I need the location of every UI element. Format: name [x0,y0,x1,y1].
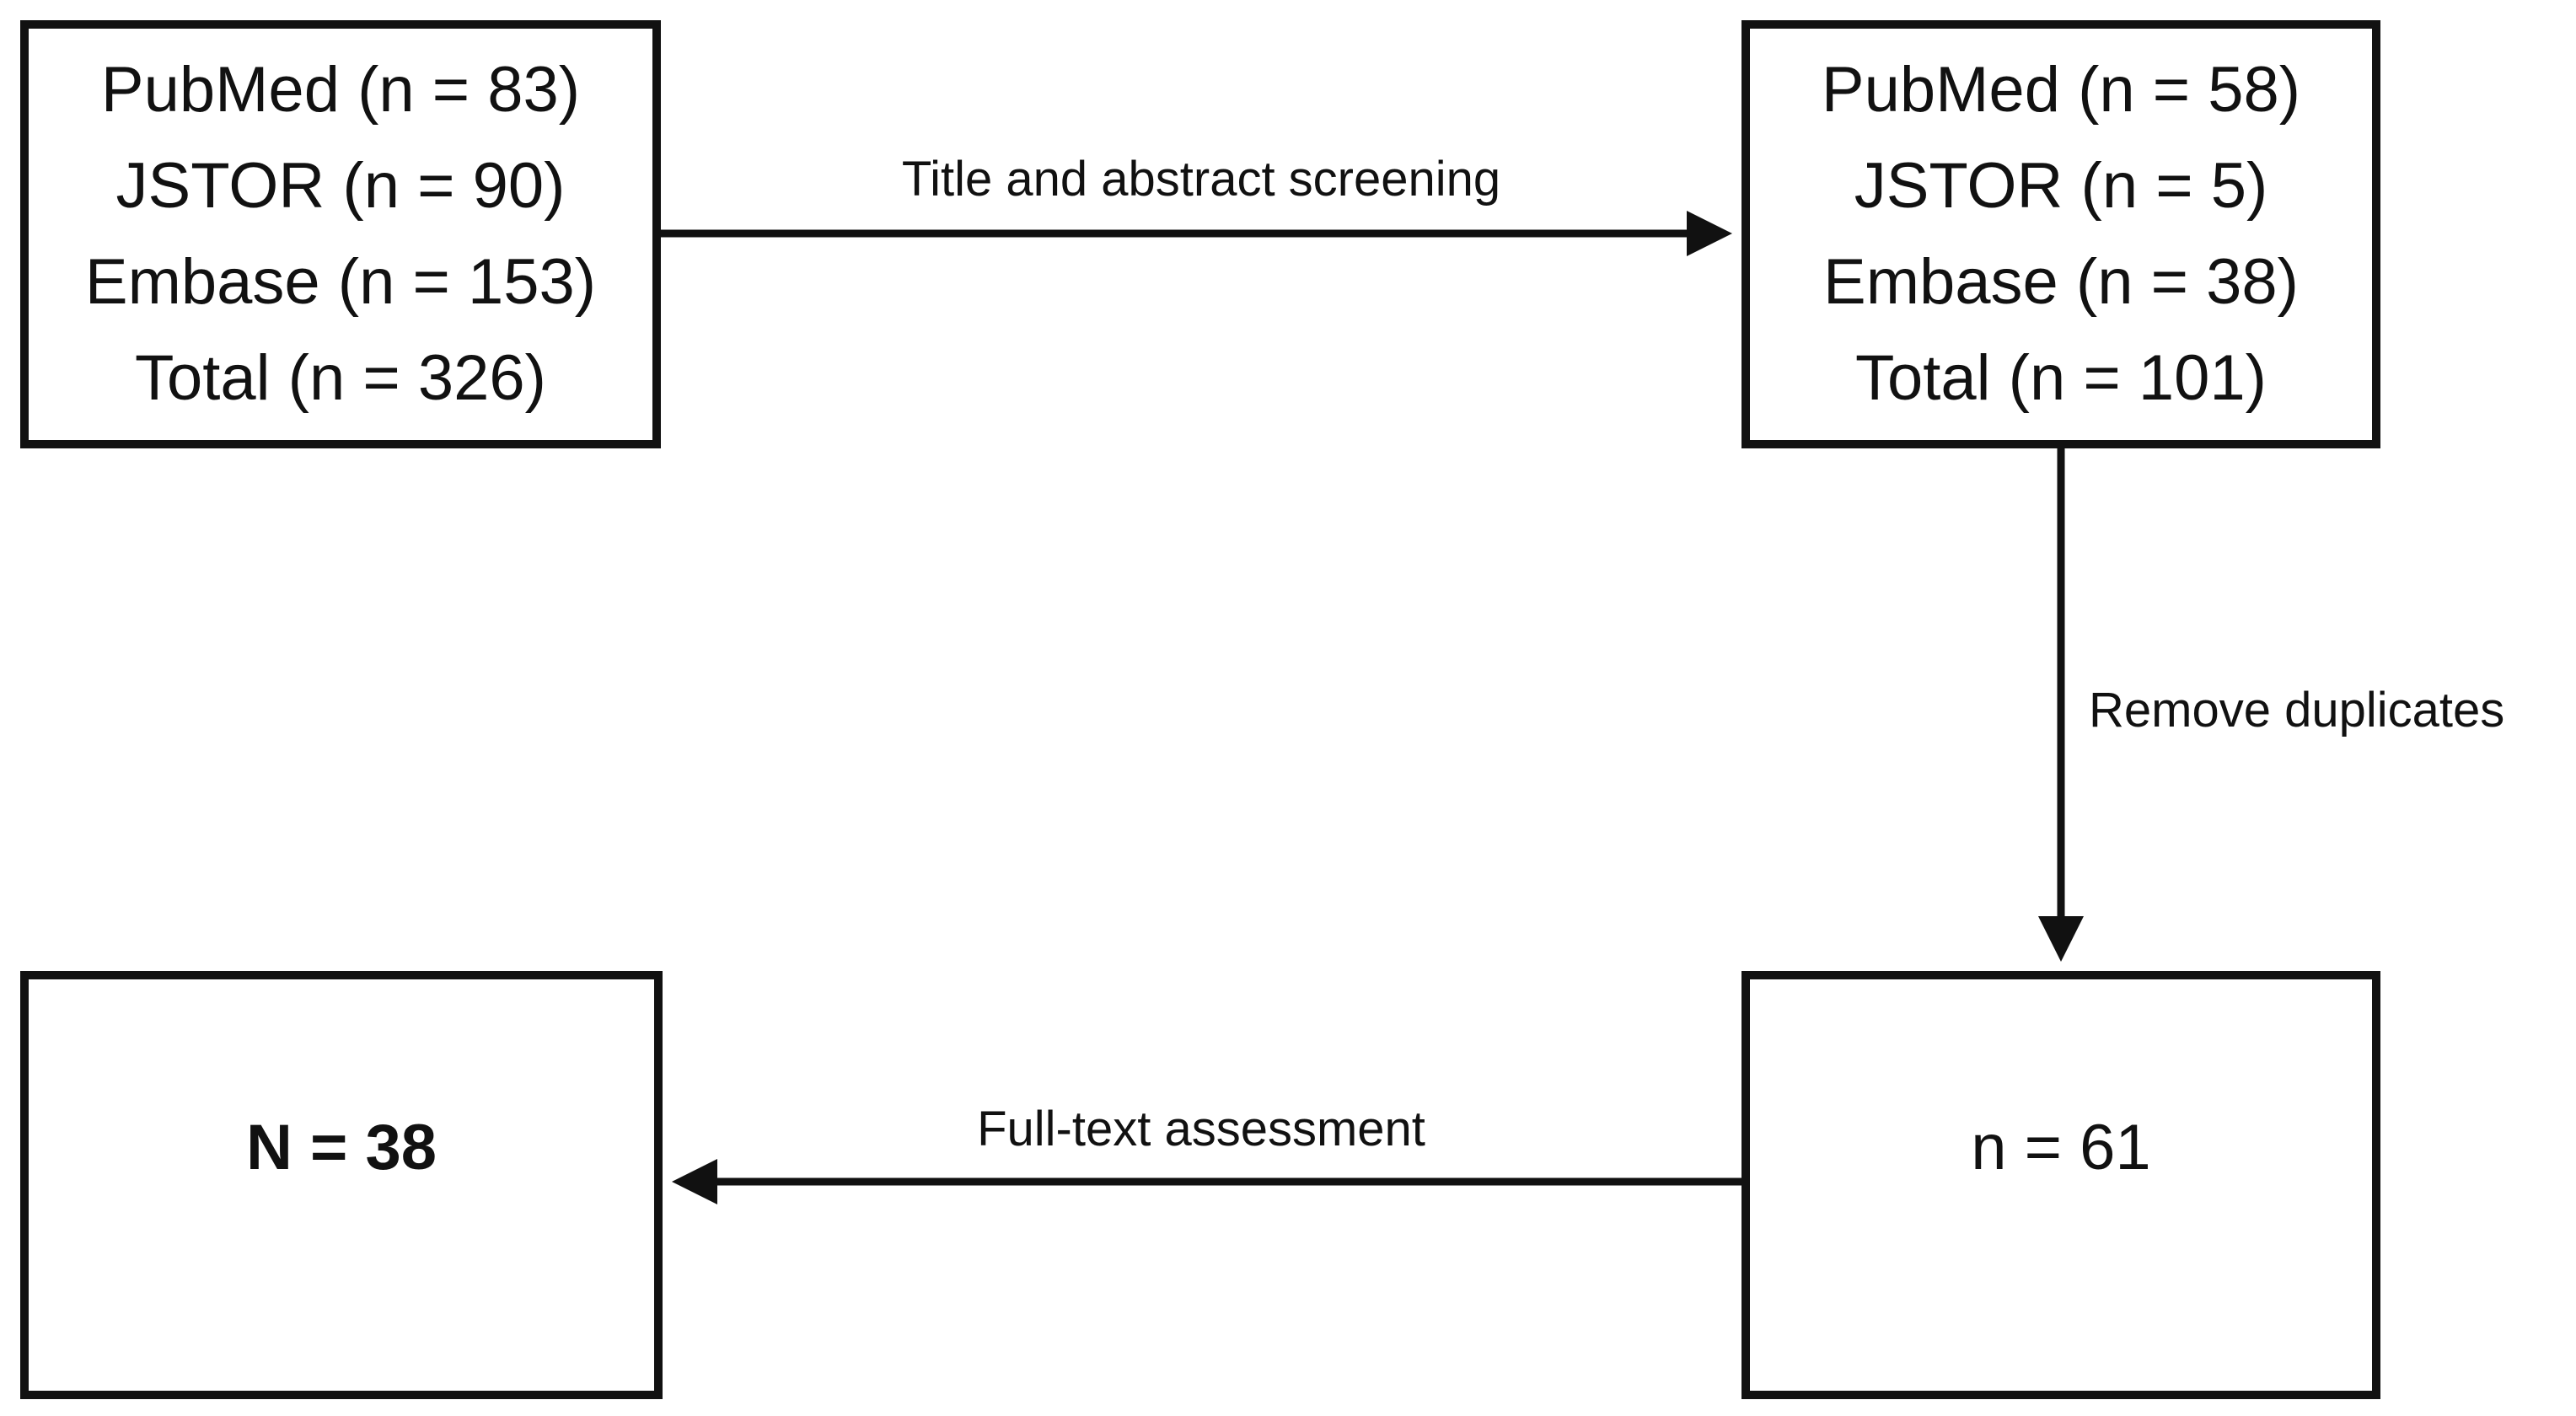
sources-embase: Embase (n = 153) [84,246,597,318]
deduped-count: n = 61 [1971,1112,2151,1183]
final-box: N = 38 [20,971,663,1399]
screened-pubmed: PubMed (n = 58) [1821,54,2301,126]
screened-embase: Embase (n = 38) [1823,246,2299,318]
sources-pubmed: PubMed (n = 83) [100,54,581,126]
screened-box: PubMed (n = 58) JSTOR (n = 5) Embase (n … [1741,20,2380,448]
screening-label: Title and abstract screening [901,152,1501,206]
fulltext-label: Full-text assessment [977,1102,1425,1156]
duplicates-label: Remove duplicates [2089,683,2505,738]
screened-jstor: JSTOR (n = 5) [1854,150,2268,222]
sources-box: PubMed (n = 83) JSTOR (n = 90) Embase (n… [20,20,661,448]
screened-total: Total (n = 101) [1855,342,2267,414]
deduped-box: n = 61 [1741,971,2380,1399]
sources-jstor: JSTOR (n = 90) [115,150,566,222]
final-count: N = 38 [245,1112,437,1183]
sources-total: Total (n = 326) [135,342,546,414]
